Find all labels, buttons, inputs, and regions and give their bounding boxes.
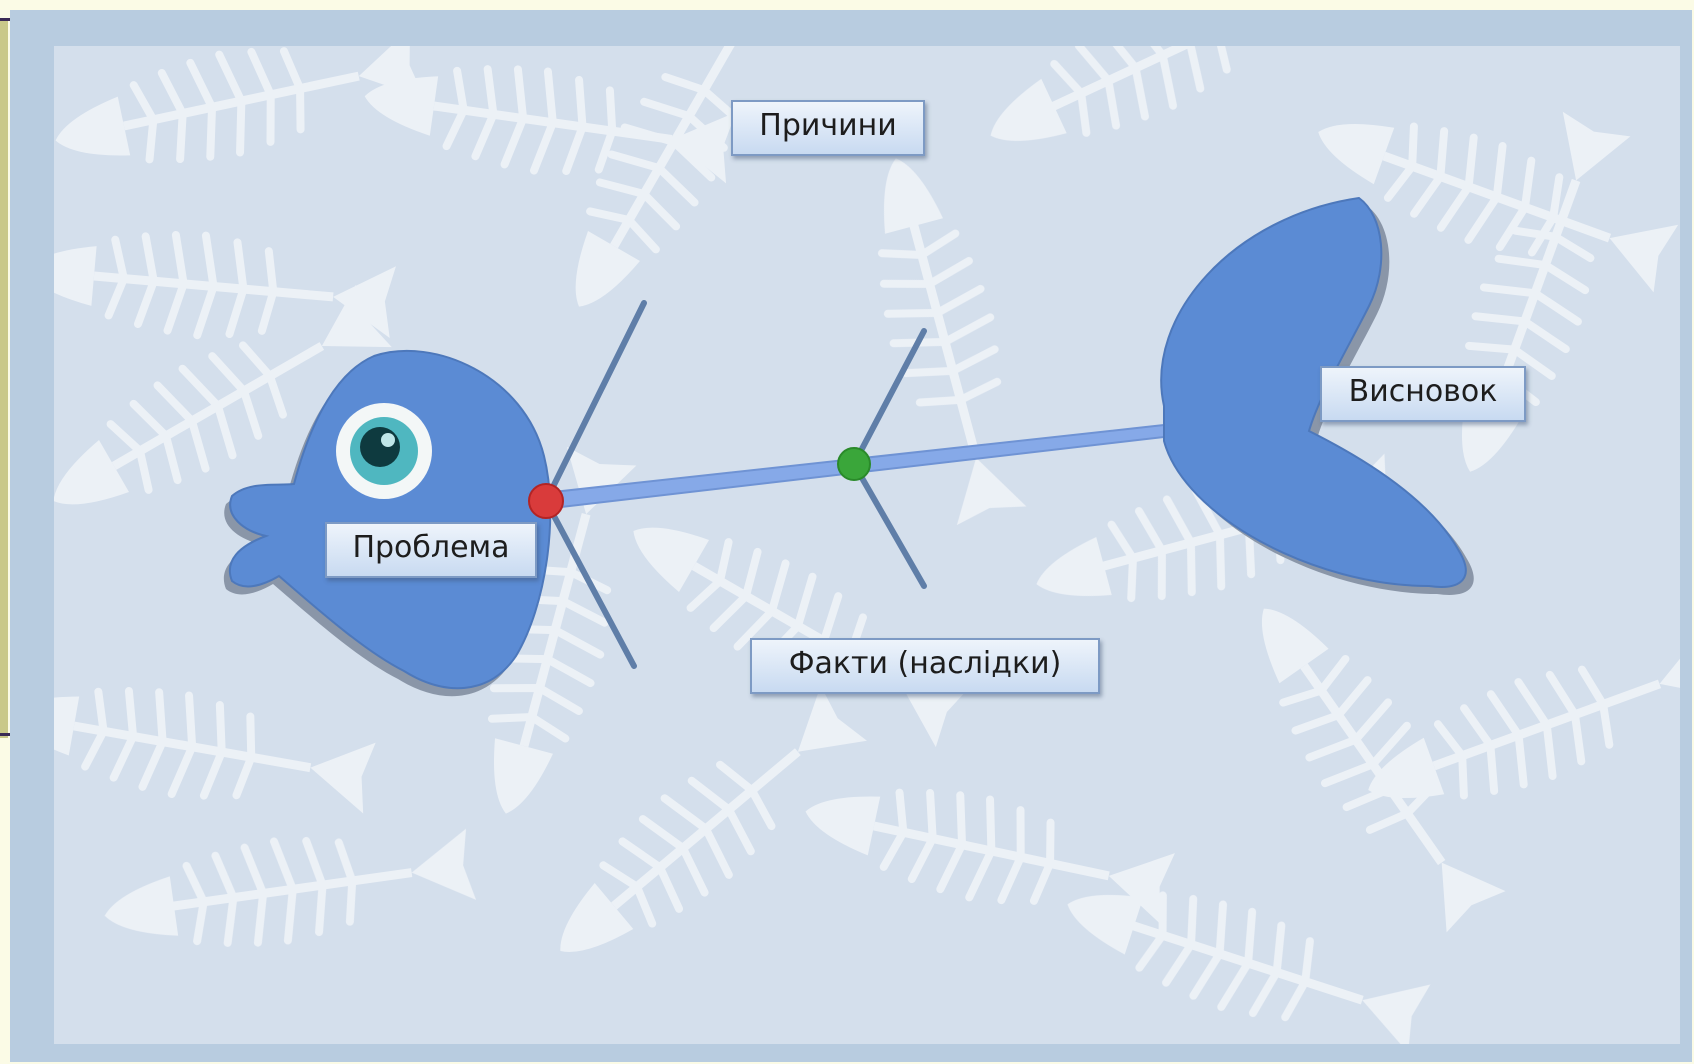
fish-tail (1160, 196, 1467, 588)
fish-eye-icon (336, 403, 432, 499)
middle-upper-bone (851, 328, 927, 467)
head-upper-bone (543, 300, 647, 504)
causes-label: Причини (731, 100, 925, 156)
diagram-frame: Причини Проблема Факти (наслідки) Виснов… (10, 10, 1692, 1062)
slide-accent-left-bar (0, 18, 8, 738)
problem-node (528, 483, 564, 519)
middle-node (837, 447, 871, 481)
cause-bones (543, 300, 927, 669)
head-lower-bone (543, 498, 637, 669)
diagram-canvas: Причини Проблема Факти (наслідки) Виснов… (54, 46, 1680, 1044)
middle-lower-bone (851, 461, 927, 589)
fish-head (228, 349, 552, 690)
facts-label: Факти (наслідки) (750, 638, 1100, 694)
problem-label: Проблема (325, 522, 537, 578)
conclusion-label: Висновок (1320, 366, 1526, 422)
fishbone-diagram (54, 46, 1680, 1044)
